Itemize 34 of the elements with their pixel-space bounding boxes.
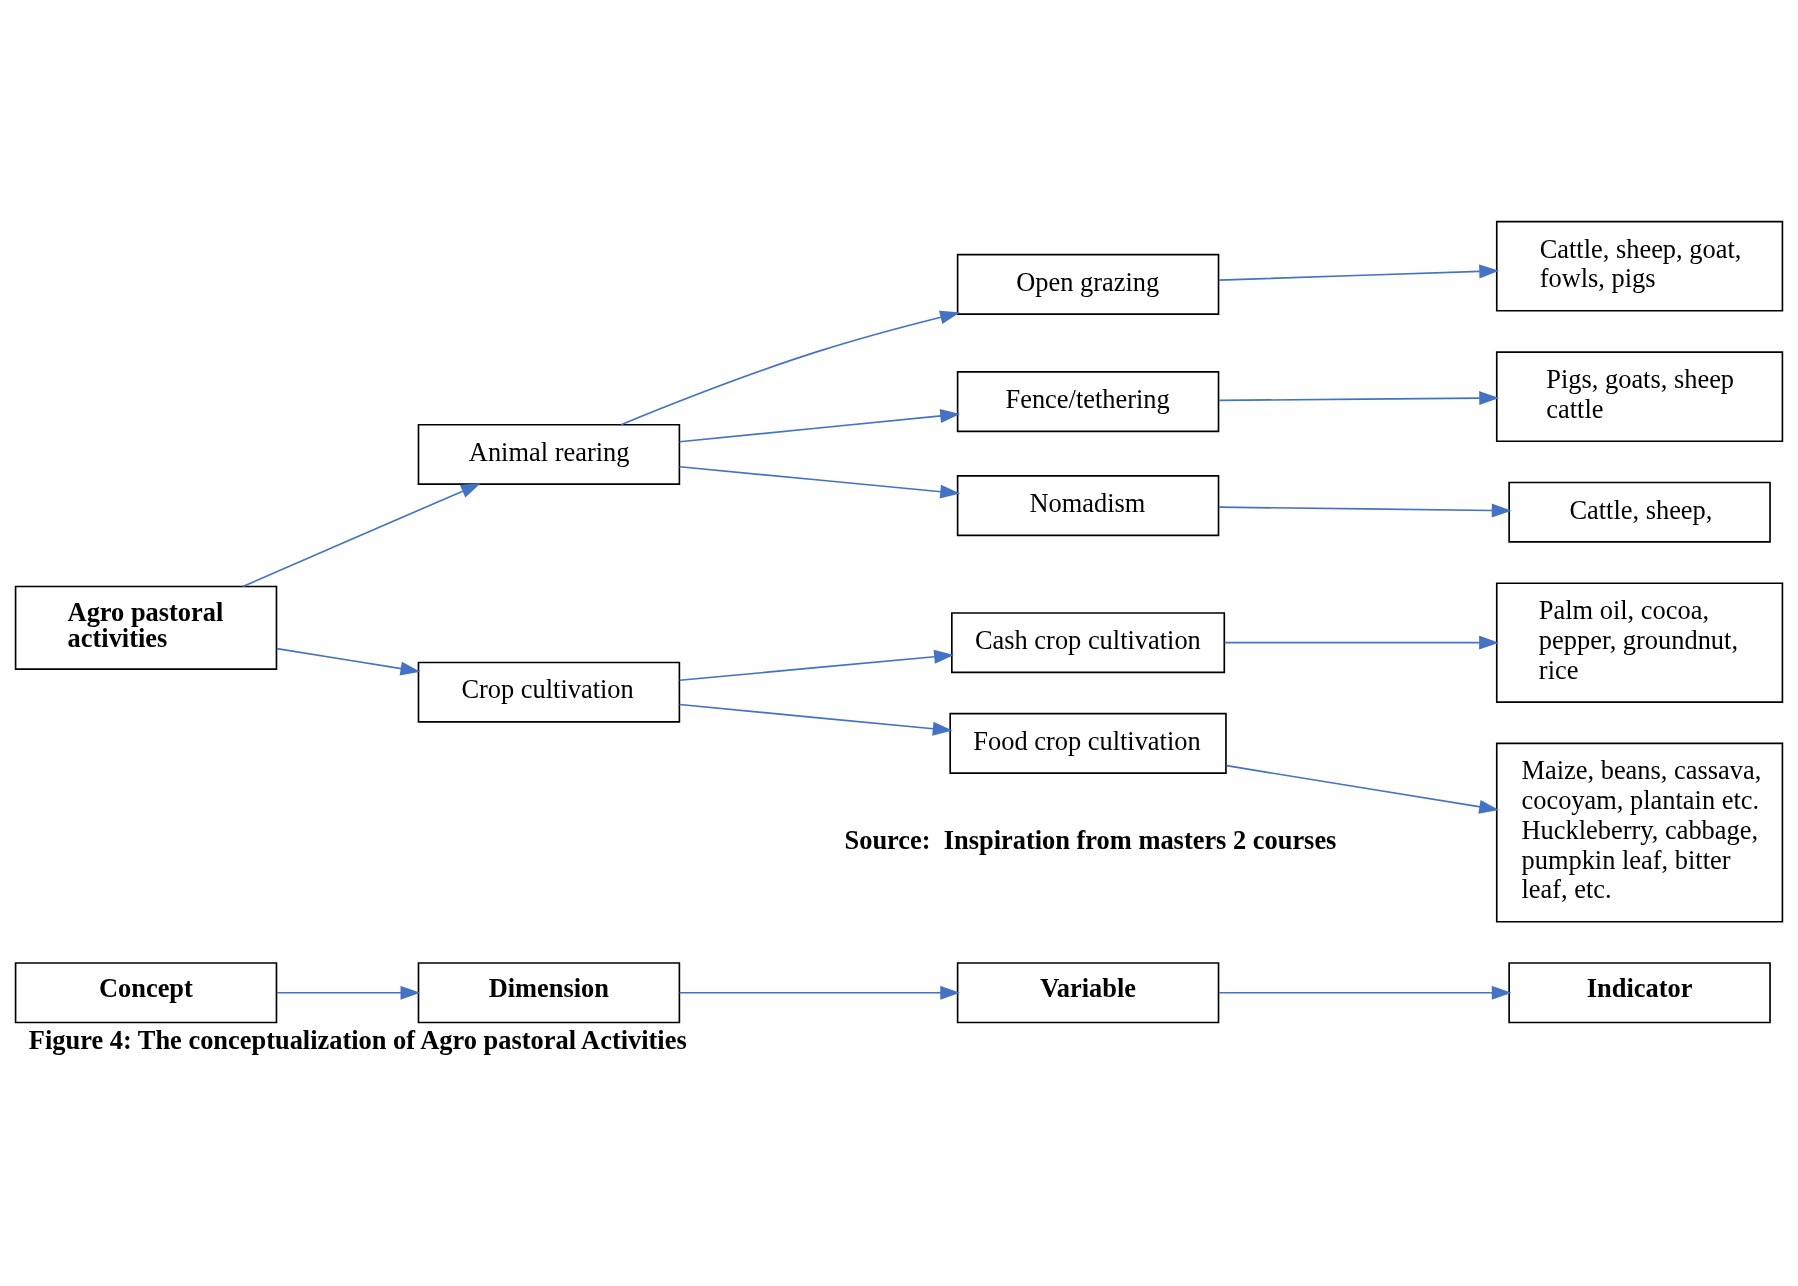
node-box: Crop cultivation bbox=[417, 661, 681, 723]
node-box: Cash crop cultivation bbox=[951, 611, 1226, 673]
arrow bbox=[678, 985, 961, 1000]
arrow bbox=[242, 482, 481, 587]
arrow bbox=[678, 649, 954, 681]
node-box: Palm oil, cocoa, pepper, groundnut, rice bbox=[1495, 581, 1784, 703]
node-box: Food crop cultivation bbox=[949, 712, 1227, 774]
node-box: Animal rearing bbox=[417, 423, 681, 485]
arrow bbox=[276, 985, 421, 1000]
arrow bbox=[1218, 503, 1512, 517]
label: Source: Inspiration from masters 2 courses bbox=[844, 824, 1337, 855]
arrow bbox=[1223, 635, 1499, 650]
arrow bbox=[1225, 764, 1500, 814]
node-box: Dimension bbox=[417, 961, 681, 1023]
node-box: Maize, beans, cassava, cocoyam, plantain etc. Huckleberry, cabbage, pumpkin leaf, bitter leaf, etc. bbox=[1495, 742, 1784, 923]
node-box: Indicator bbox=[1508, 961, 1771, 1023]
node-box: Nomadism bbox=[956, 474, 1220, 536]
caption: Figure 4: The conceptualization of Agro pastoral Activities bbox=[28, 1024, 687, 1055]
arrow bbox=[276, 647, 421, 675]
arrow bbox=[678, 408, 961, 443]
node-box: Cattle, sheep, goat, fowls, pigs bbox=[1495, 220, 1784, 312]
node-box: Variable bbox=[956, 961, 1220, 1023]
node-box: Open grazing bbox=[956, 253, 1220, 315]
node-box: Fence/tethering bbox=[956, 370, 1220, 432]
arrow bbox=[1218, 264, 1500, 281]
arrow bbox=[1218, 390, 1500, 405]
arrow bbox=[678, 703, 953, 736]
node-box: Pigs, goats, sheep cattle bbox=[1495, 350, 1784, 442]
arrow bbox=[1218, 985, 1512, 1000]
node-box: Cattle, sheep, bbox=[1508, 481, 1771, 543]
node-box: Concept bbox=[14, 961, 278, 1023]
arrow bbox=[678, 465, 961, 499]
node-box: Agro pastoral activities bbox=[14, 585, 278, 670]
arrow bbox=[620, 310, 960, 425]
